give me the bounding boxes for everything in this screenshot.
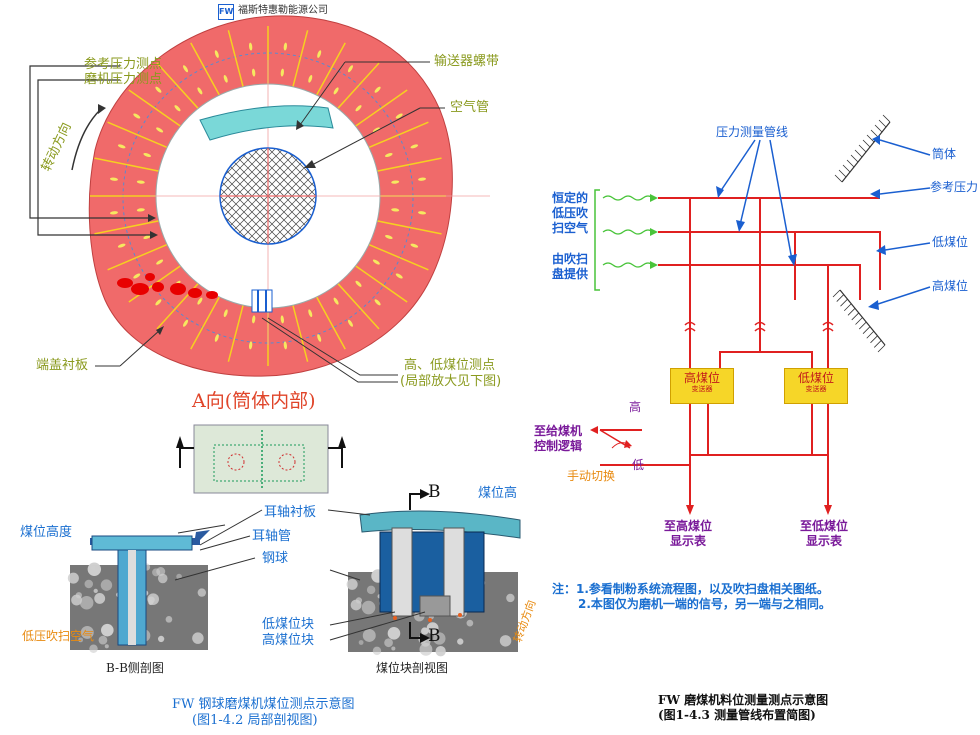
ring-dots bbox=[109, 42, 427, 350]
label-from-purge-2: 盘提供 bbox=[552, 267, 589, 281]
label-air-pipe: 空气管 bbox=[450, 100, 490, 115]
label-to-low-display-2: 显示表 bbox=[806, 534, 843, 548]
label-level-points: 高、低煤位测点 bbox=[404, 358, 496, 373]
label-low-block: 低煤位块 bbox=[262, 617, 315, 632]
label-steel-ball: 钢球 bbox=[262, 551, 289, 566]
high-transmitter-label: 高煤位 bbox=[683, 371, 720, 385]
company-name: 福斯特惠勒能源公司 bbox=[238, 5, 328, 16]
high-level-transmitter: 高煤位 变送器 bbox=[670, 368, 734, 404]
note-line-2: 2.本图仅为磨机一端的信号，另一端与之相同。 bbox=[578, 597, 831, 611]
label-trunnion-tube: 耳轴管 bbox=[252, 529, 292, 544]
label-to-feeder-2: 控制逻辑 bbox=[534, 439, 583, 453]
label-high-block: 高煤位块 bbox=[262, 633, 315, 648]
conveyor-blade bbox=[199, 105, 334, 141]
b-marker-top: B bbox=[428, 482, 441, 502]
b-marker-bottom: B bbox=[428, 626, 441, 646]
label-from-purge-1: 由吹扫 bbox=[552, 252, 589, 266]
label-high: 高 bbox=[629, 400, 642, 414]
label-to-feeder-1: 至给煤机 bbox=[534, 424, 583, 438]
label-to-high-display-2: 显示表 bbox=[670, 534, 707, 548]
label-low-level-right: 低煤位 bbox=[932, 235, 969, 249]
section-a-title: A向(筒体内部) bbox=[192, 390, 316, 412]
right-caption-line2: (图1-4.3 测量管线布置简图) bbox=[658, 708, 816, 722]
trunnion-liner-plan bbox=[193, 424, 329, 494]
low-transmitter-label: 低煤位 bbox=[797, 371, 834, 385]
label-low-pressure-air: 低压吹扫空气 bbox=[22, 629, 95, 643]
left-caption-line2: (图1-4.2 局部剖视图) bbox=[192, 713, 318, 728]
left-caption-line1: FW 钢球磨煤机煤位测点示意图 bbox=[172, 697, 355, 712]
label-constant-air-2: 低压吹 bbox=[552, 206, 589, 220]
label-low: 低 bbox=[632, 458, 645, 472]
label-conveyor-spiral: 输送器螺带 bbox=[434, 54, 500, 69]
label-bb-side-section: B-B侧剖图 bbox=[106, 661, 164, 675]
label-shell: 筒体 bbox=[932, 147, 957, 161]
label-constant-air-1: 恒定的 bbox=[552, 191, 589, 205]
label-coal-level-high: 煤位高 bbox=[478, 486, 518, 501]
label-ref-pressure-right: 参考压力 bbox=[930, 180, 979, 194]
left-diagram-graphics bbox=[29, 15, 521, 657]
low-transmitter-sub: 变送器 bbox=[805, 385, 827, 393]
label-to-low-display-1: 至低煤位 bbox=[800, 519, 849, 533]
label-manual-switch: 手动切换 bbox=[567, 469, 616, 483]
label-block-section: 煤位块剖视图 bbox=[376, 661, 449, 675]
label-mill-pressure-point: 磨机压力测点 bbox=[84, 72, 163, 87]
note-line-1: 注：1.参看制粉系统流程图，以及吹扫盘相关图纸。 bbox=[552, 582, 829, 596]
high-transmitter-sub: 变送器 bbox=[691, 385, 713, 393]
label-end-cover-liner: 端盖衬板 bbox=[36, 358, 89, 373]
right-caption-line1: FW 磨煤机料位测量测点示意图 bbox=[658, 693, 829, 707]
red-splotches bbox=[117, 273, 218, 299]
label-coal-level-left: 煤位高度 bbox=[20, 525, 73, 540]
label-constant-air-3: 扫空气 bbox=[552, 221, 589, 235]
label-pressure-lines: 压力测量管线 bbox=[716, 125, 789, 139]
fw-logo: FW bbox=[218, 4, 234, 20]
label-ref-pressure-point: 参考压力测点 bbox=[84, 57, 163, 72]
label-high-level-right: 高煤位 bbox=[932, 279, 969, 293]
label-trunnion-liner: 耳轴衬板 bbox=[264, 505, 317, 520]
inner-dashed-circle bbox=[122, 52, 414, 344]
label-to-high-display-1: 至高煤位 bbox=[664, 519, 713, 533]
label-level-points-note: (局部放大见下图) bbox=[400, 374, 502, 389]
low-level-transmitter: 低煤位 变送器 bbox=[784, 368, 848, 404]
